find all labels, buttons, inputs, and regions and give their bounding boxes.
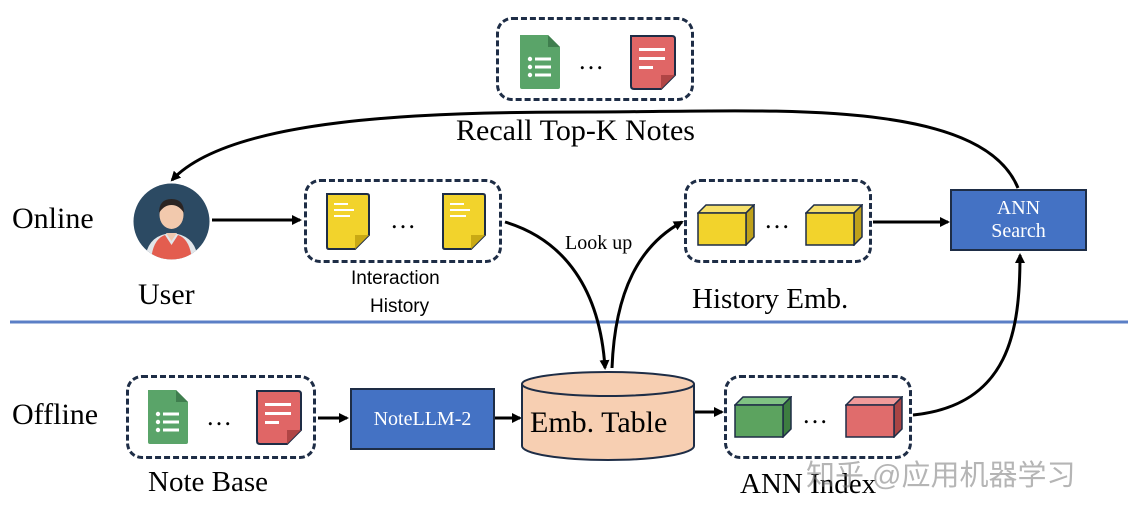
notellm-box: NoteLLM-2: [350, 388, 495, 450]
history-emb-label: History Emb.: [692, 283, 849, 315]
look-up-label: Look up: [565, 232, 633, 254]
ann-index-to-search-arrow: [912, 253, 1025, 417]
interaction-history-label-1: Interaction: [351, 268, 440, 289]
user-avatar-icon: [133, 183, 210, 260]
green-doc-icon: [148, 390, 188, 444]
history-emb-box: [684, 179, 872, 263]
ann-search-box: ANN Search: [950, 189, 1087, 251]
ann-index-box: [724, 375, 912, 459]
database-icon: [521, 371, 695, 461]
yellow-note-icon: [326, 193, 370, 250]
table-to-history-emb-arrow: [610, 220, 684, 369]
ann-index-label: ANN Index: [740, 468, 877, 500]
user-label: User: [138, 278, 195, 311]
ann-index-ellipsis: …: [802, 400, 830, 429]
red-doc-icon: [630, 35, 676, 90]
history-to-table-arrow: [504, 220, 610, 370]
red-cube-icon: [845, 396, 903, 438]
watermark: 知乎 @应用机器学习: [806, 460, 1076, 492]
emb-table-label: Emb. Table: [530, 406, 668, 439]
notellm-label: NoteLLM-2: [373, 407, 472, 430]
note-base-label: Note Base: [148, 466, 268, 498]
green-cube-icon: [734, 396, 792, 438]
interaction-history-box: [304, 179, 502, 263]
offline-label: Offline: [12, 398, 99, 431]
note-base-box: [126, 375, 316, 459]
recall-label: Recall Top-K Notes: [456, 114, 695, 147]
green-doc-icon: [520, 35, 560, 89]
recalled-ellipsis: …: [578, 46, 606, 75]
yellow-cube-icon: [805, 204, 863, 246]
yellow-cube-icon: [697, 204, 755, 246]
yellow-note-icon: [442, 193, 486, 250]
ann-search-label-2: Search: [991, 220, 1046, 242]
history-emb-ellipsis: …: [764, 205, 792, 234]
red-doc-icon: [256, 390, 302, 445]
online-label: Online: [12, 202, 94, 235]
history-ellipsis: …: [390, 205, 418, 234]
recall-arrow: [170, 109, 1020, 189]
interaction-history-label-2: History: [370, 296, 430, 317]
recalled-notes-box: [496, 17, 694, 101]
note-base-ellipsis: …: [206, 402, 234, 431]
ann-search-label-1: ANN: [996, 197, 1041, 219]
